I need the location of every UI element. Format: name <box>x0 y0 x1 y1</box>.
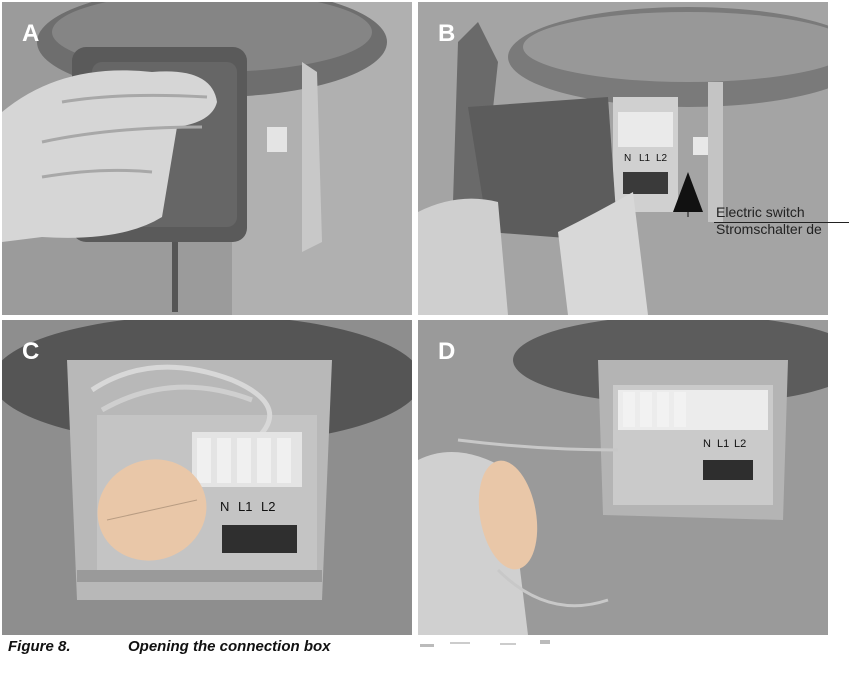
panel-label-d: D <box>438 338 456 365</box>
photo-panel-d: D N L1 L2 <box>418 320 828 635</box>
callout-line-2: Stromschalter de <box>716 221 822 237</box>
callout-leader-line <box>714 222 849 223</box>
panel-label-a: A <box>22 20 40 47</box>
photo-panel-a: A <box>2 2 412 315</box>
photo-d-illustration <box>418 320 828 635</box>
photo-b-illustration <box>418 2 828 315</box>
photo-panel-b: B N L1 L2 <box>418 2 828 315</box>
figure-title: Opening the connection box <box>128 638 331 655</box>
figure-caption: Figure 8. Opening the connection box <box>8 638 331 655</box>
scan-artifact <box>420 640 550 647</box>
photo-c-illustration <box>2 320 412 635</box>
panel-label-b: B <box>438 20 456 47</box>
photo-panel-c: C N L1 L2 <box>2 320 412 635</box>
figure-number: Figure 8. <box>8 638 71 655</box>
photo-a-illustration <box>2 2 412 315</box>
electric-switch-callout: Electric switch Stromschalter de <box>716 204 822 238</box>
callout-line-1: Electric switch <box>716 204 805 220</box>
panel-label-c: C <box>22 338 40 365</box>
